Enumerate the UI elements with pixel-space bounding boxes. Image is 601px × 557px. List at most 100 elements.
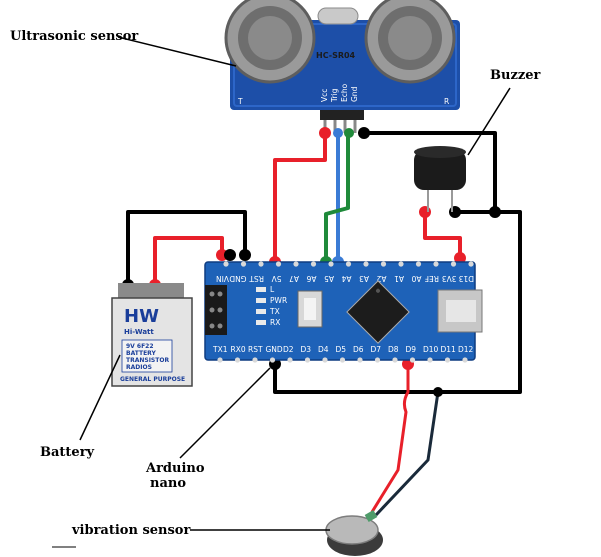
pin-hole (322, 357, 328, 363)
pin-hole (357, 357, 363, 363)
battery-label-line-4: RADIOS (126, 364, 152, 371)
pin-hole (468, 261, 474, 267)
wire-echo-a5 (324, 133, 350, 262)
annotations: Ultrasonic sensor Buzzer Battery Arduino… (10, 29, 540, 548)
pin-label-rst: RST (248, 345, 263, 354)
buzzer (414, 146, 466, 212)
pin-label-d3: D3 (301, 345, 312, 354)
pin-label-d7: D7 (371, 345, 382, 354)
battery-label-line-1: 9V 6F22 (126, 343, 154, 350)
ultrasonic-sensor: HC-SR04 T R Vcc Trig Echo Gnd (224, 0, 460, 133)
ultrasonic-pin-gnd: Gnd (350, 86, 359, 102)
pin-hole (275, 261, 282, 267)
pin-label-d12: D12 (458, 345, 474, 354)
pin-label-vin: VIN (216, 274, 229, 283)
led-tx (256, 309, 266, 314)
pin-hole (444, 357, 451, 363)
ultrasonic-corner-left: T (237, 97, 243, 106)
pin-hole (339, 357, 346, 363)
pin-label-a3: A3 (359, 274, 369, 283)
ultrasonic-pin-vcc: Vcc (320, 89, 329, 102)
pin-label-d10: D10 (423, 345, 439, 354)
led-label-tx: TX (269, 307, 280, 316)
pin-hole (409, 357, 416, 363)
pin-label-d6: D6 (353, 345, 364, 354)
pin-label-a4: A4 (341, 274, 351, 283)
pin-label-5v: 5V (271, 274, 282, 283)
battery-label-line-2: BATTERY (126, 350, 156, 357)
pin-hole (304, 357, 311, 363)
led-label-rx: RX (270, 318, 280, 327)
pin-label-d4: D4 (318, 345, 329, 354)
ultrasonic-pin-trig: Trig (330, 88, 339, 103)
pin-label-gnd: GND (229, 274, 246, 283)
wire-buzzer-d13 (423, 212, 462, 258)
pin-label-d8: D8 (388, 345, 399, 354)
battery-label-line-3: TRANSISTOR (126, 357, 169, 364)
pin-label-3v3: 3V3 (442, 274, 457, 283)
pin-label-d2: D2 (283, 345, 294, 354)
pin-label-tx1: TX1 (212, 345, 228, 354)
pin-hole (223, 261, 229, 267)
ultrasonic-model: HC-SR04 (316, 51, 356, 60)
pin-label-d9: D9 (406, 345, 417, 354)
pin-hole (380, 261, 387, 267)
led-l (256, 287, 266, 292)
pin-hole (363, 261, 369, 267)
pin-hole (269, 357, 276, 363)
pin-hole (217, 357, 223, 363)
led-label-pwr: PWR (270, 296, 287, 305)
pin-hole (433, 261, 439, 267)
pin-hole (310, 261, 317, 267)
pin-hole (234, 357, 241, 363)
pin-label-rst: RST (249, 274, 264, 283)
pin-hole (293, 261, 299, 267)
wires (126, 131, 522, 517)
label-vibration-sensor: vibration sensor (71, 523, 190, 538)
pin-label-a7: A7 (289, 274, 299, 283)
pin-hole (462, 357, 468, 363)
status-leds: L PWR TX RX (256, 285, 287, 327)
pin-label-a6: A6 (306, 274, 316, 283)
label-arduino-line-1: Arduino (145, 461, 205, 476)
pin-label-ref: REF (425, 274, 439, 283)
pin-hole (287, 357, 293, 363)
pin-label-gnd: GND (266, 345, 283, 354)
pin-label-a5: A5 (324, 274, 334, 283)
wire-gnd-right (360, 131, 497, 212)
pin-hole (374, 357, 381, 363)
led-rx (256, 320, 266, 325)
pin-hole (415, 261, 422, 267)
ultrasonic-corner-right: R (444, 97, 449, 106)
led-pwr (256, 298, 266, 303)
pin-hole (345, 261, 352, 267)
pin-hole (258, 261, 264, 267)
led-label-l: L (270, 285, 275, 294)
pin-label-d13: D13 (458, 274, 474, 283)
label-buzzer: Buzzer (490, 68, 540, 83)
pin-hole (328, 261, 334, 267)
wire-battery-gnd (126, 210, 247, 285)
wire-vibration-d9 (370, 362, 410, 513)
pin-hole (240, 261, 247, 267)
pin-label-a1: A1 (394, 274, 404, 283)
battery-logo: HW (124, 306, 159, 327)
ultrasonic-pin-echo: Echo (340, 83, 349, 102)
vibration-motor (325, 510, 383, 556)
label-ultrasonic-sensor: Ultrasonic sensor (10, 29, 138, 44)
pin-hole (392, 357, 398, 363)
pin-label-a2: A2 (376, 274, 386, 283)
pin-hole (398, 261, 404, 267)
microcontroller-chip (346, 280, 410, 344)
battery-footer: GENERAL PURPOSE (120, 376, 185, 383)
battery: HW Hi-Watt 9V 6F22 BATTERY TRANSISTOR RA… (111, 283, 193, 387)
label-arduino-line-2: nano (150, 476, 186, 491)
wire-battery-vin (153, 236, 224, 285)
pin-hole (427, 357, 433, 363)
battery-brand: Hi-Watt (124, 328, 154, 336)
wire-vcc-5v (273, 133, 327, 262)
